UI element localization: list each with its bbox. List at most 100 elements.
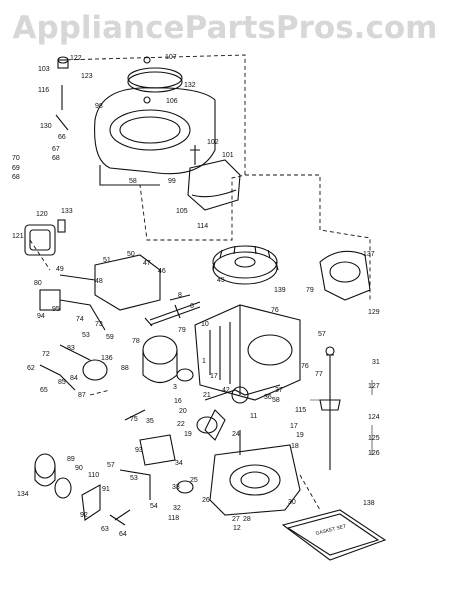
part-callout-67: 67 [52,146,60,153]
part-callout-53: 53 [82,332,90,339]
crankshaft [196,384,281,441]
part-callout-11: 11 [250,413,257,420]
part-callout-69: 69 [12,165,20,172]
part-callout-66: 66 [58,134,66,141]
part-callout-45: 45 [217,277,225,284]
piston [142,335,194,384]
part-callout-50: 50 [127,251,135,258]
part-callout-77: 77 [315,371,323,378]
part-callout-118: 118 [168,515,179,522]
part-callout-51: 51 [103,257,111,264]
part-callout-32: 32 [173,505,181,512]
part-callout-63: 63 [101,526,109,533]
part-callout-76: 76 [271,307,279,314]
part-callout-126: 126 [368,450,380,457]
part-callout-125: 125 [368,435,380,442]
part-callout-20: 20 [179,408,187,415]
part-callout-57: 57 [107,462,115,469]
part-callout-1: 1 [202,358,206,365]
part-callout-88: 88 [121,365,129,372]
part-callout-68: 68 [52,155,60,162]
flywheel [212,245,279,285]
part-callout-110: 110 [88,472,99,479]
part-callout-80: 80 [34,280,42,287]
part-callout-3: 3 [173,384,177,391]
part-callout-89: 89 [67,456,75,463]
part-callout-34: 34 [175,460,183,467]
part-callout-28: 28 [243,516,251,523]
part-callout-101: 101 [222,152,234,159]
part-callout-123: 123 [81,73,93,80]
part-callout-58: 58 [129,178,137,185]
part-callout-87: 87 [78,392,86,399]
part-callout-133: 133 [61,208,73,215]
assembly-boundary-lower [29,239,321,511]
part-callout-94: 94 [37,313,45,320]
part-callout-46: 46 [158,268,166,275]
part-callout-57: 57 [318,331,326,338]
part-callout-58: 58 [272,397,280,404]
part-callout-72: 72 [42,351,50,358]
part-callout-78: 78 [132,338,140,345]
part-callout-138: 138 [363,500,375,507]
muffler [187,145,241,211]
part-callout-26: 26 [202,497,210,504]
ignition-parts [34,453,131,526]
part-callout-116: 116 [38,87,49,94]
part-callout-18: 18 [291,443,299,450]
part-callout-114: 114 [197,223,208,230]
part-callout-137: 137 [363,251,375,258]
part-callout-74: 74 [76,316,84,323]
part-callout-8: 8 [178,292,182,299]
part-callout-19: 19 [184,431,192,438]
part-callout-30: 30 [288,499,296,506]
part-callout-127: 127 [368,383,380,390]
part-callout-62: 62 [27,365,35,372]
gasket-set-label: GASKET SET [315,524,347,537]
part-callout-42: 42 [222,387,230,394]
part-callout-59: 59 [106,334,114,341]
part-callout-136: 136 [101,355,113,362]
gasket-set-card: GASKET SET [281,509,387,561]
oil-fill-tube [319,346,341,470]
assembly-boundary-upper [59,54,246,241]
part-callout-22: 22 [177,421,185,428]
part-callout-105: 105 [176,208,188,215]
part-callout-53: 53 [130,475,138,482]
carburetor [39,254,161,391]
part-callout-33: 33 [172,484,180,491]
part-callout-10: 10 [201,321,209,328]
part-callout-92: 92 [80,512,88,519]
valves [144,294,201,327]
part-callout-73: 73 [95,321,103,328]
part-callout-54: 54 [150,503,158,510]
part-callout-31: 31 [372,359,380,366]
part-callout-91: 91 [102,486,110,493]
part-callout-16: 16 [174,398,182,405]
air-cleaner [24,219,66,256]
part-callout-48: 48 [95,278,103,285]
part-number-callouts: 1221031231169813066676870696810713210610… [12,54,380,538]
part-callout-75: 75 [130,416,138,423]
part-callout-36: 36 [264,394,272,401]
part-callout-132: 132 [184,82,196,89]
part-callout-90: 90 [75,465,83,472]
part-callout-25: 25 [190,477,198,484]
part-callout-65: 65 [40,387,48,394]
part-callout-134: 134 [17,491,29,498]
part-callout-107: 107 [165,54,177,61]
part-callout-102: 102 [207,139,219,146]
rotating-screen [127,56,183,104]
part-callout-19: 19 [296,432,304,439]
part-callout-124: 124 [368,414,380,421]
part-callout-85: 85 [58,379,66,386]
crankcase-sump [209,430,301,516]
part-callout-79: 79 [306,287,314,294]
part-callout-84: 84 [70,375,78,382]
governor-brake [119,409,194,500]
part-callout-115: 115 [295,407,306,414]
cylinder-block [194,304,301,401]
part-callout-106: 106 [166,98,178,105]
